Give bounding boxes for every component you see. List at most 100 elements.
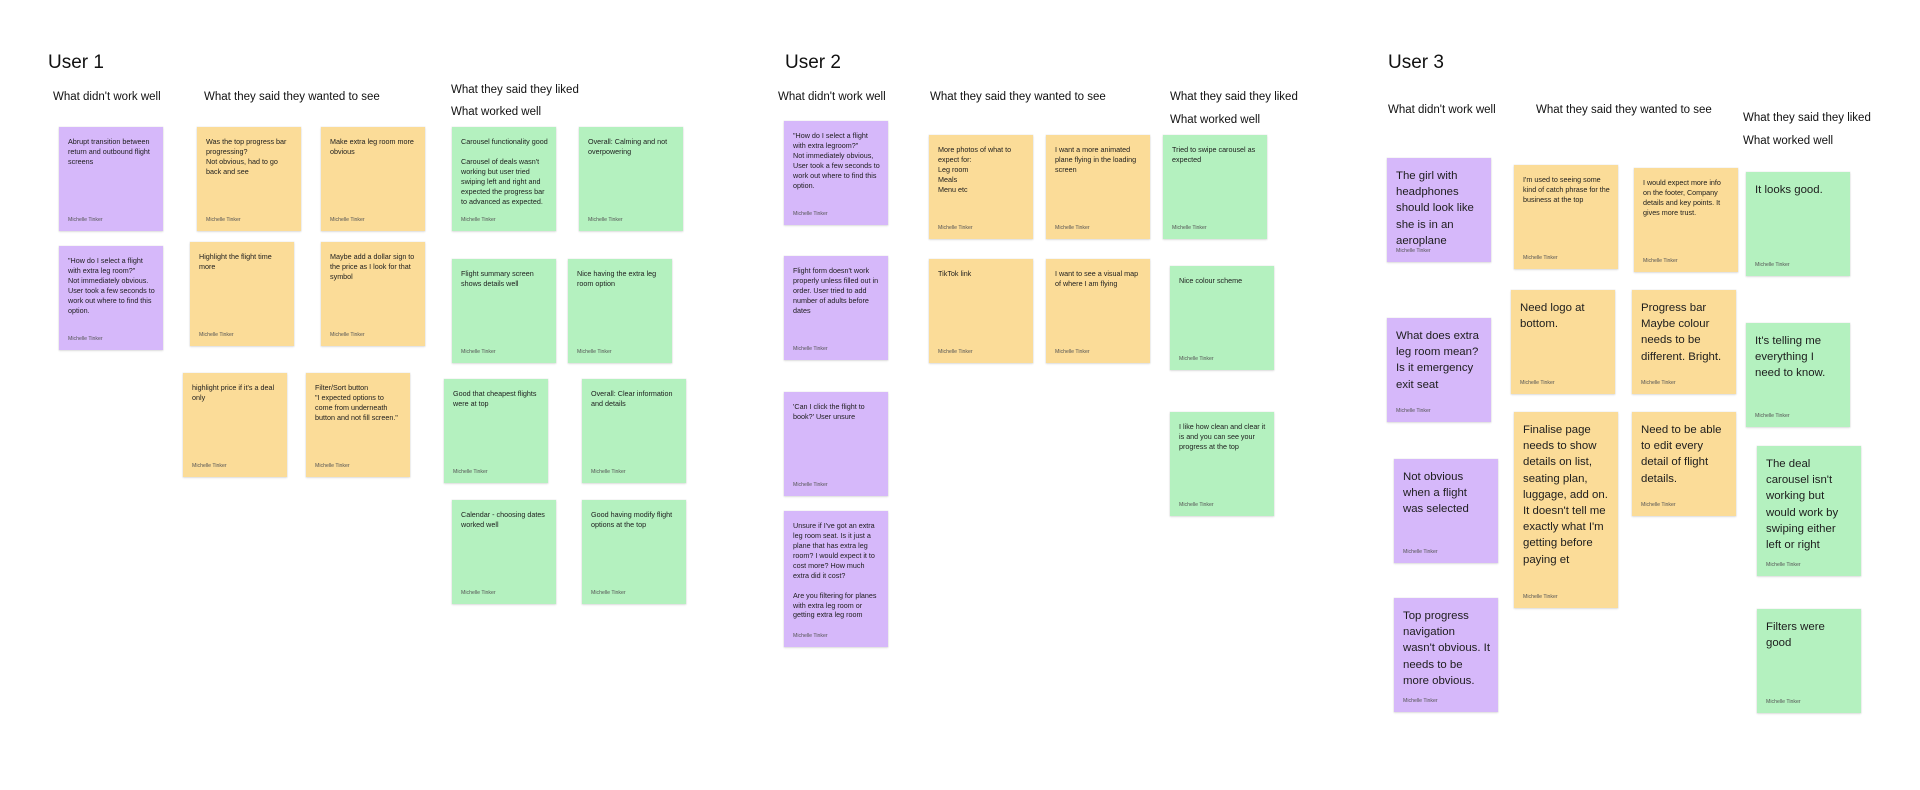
note-author: Michelle Tinker (793, 633, 828, 639)
sticky-note[interactable]: Filters were good Michelle Tinker (1757, 609, 1861, 713)
user-3-header-didnt-work: What didn't work well (1388, 104, 1496, 116)
note-text: Overall: Calming and not overpowering (588, 137, 668, 156)
sticky-note[interactable]: Flight summary screen shows details well… (452, 259, 556, 363)
note-text: Top progress navigation wasn't obvious. … (1403, 610, 1491, 687)
sticky-note[interactable]: It's telling me everything I need to kno… (1746, 323, 1850, 427)
note-text: highlight price if it's a deal only (192, 383, 275, 402)
sticky-note[interactable]: Highlight the flight time more Michelle … (190, 242, 294, 346)
note-author: Michelle Tinker (588, 217, 623, 223)
note-text: I want to see a visual map of where I am… (1055, 269, 1139, 288)
note-text: Overall: Clear information and details (591, 389, 673, 408)
user-3-header-worked: What worked well (1743, 135, 1834, 147)
sticky-note[interactable]: More photos of what to expect for: Leg r… (929, 135, 1033, 239)
note-author: Michelle Tinker (315, 463, 350, 469)
sticky-note[interactable]: 'Can I click the flight to book?' User u… (784, 392, 888, 496)
note-text: Unsure if I've got an extra leg room sea… (793, 521, 877, 620)
note-text: It looks good. (1755, 184, 1823, 196)
sticky-note[interactable]: Top progress navigation wasn't obvious. … (1394, 598, 1498, 712)
sticky-note[interactable]: I would expect more info on the footer, … (1634, 168, 1738, 272)
note-text: "How do I select a flight with extra leg… (793, 131, 880, 190)
note-text: Filter/Sort button "I expected options t… (315, 383, 398, 422)
user-1-header-wanted: What they said they wanted to see (204, 91, 380, 103)
note-text: Tried to swipe carousel as expected (1172, 145, 1256, 164)
sticky-note[interactable]: Was the top progress bar progressing? No… (197, 127, 301, 231)
sticky-note[interactable]: "How do I select a flight with extra leg… (59, 246, 163, 350)
note-author: Michelle Tinker (577, 349, 612, 355)
sticky-note[interactable]: Tried to swipe carousel as expected Mich… (1163, 135, 1267, 239)
note-text: Finalise page needs to show details on l… (1523, 424, 1608, 566)
note-text: Highlight the flight time more (199, 252, 272, 271)
note-author: Michelle Tinker (1396, 248, 1431, 254)
sticky-note[interactable]: I like how clean and clear it is and you… (1170, 412, 1274, 516)
sticky-note[interactable]: Maybe add a dollar sign to the price as … (321, 242, 425, 346)
note-author: Michelle Tinker (1179, 356, 1214, 362)
note-author: Michelle Tinker (199, 332, 234, 338)
sticky-note[interactable]: Need to be able to edit every detail of … (1632, 412, 1736, 516)
user-3-header-wanted: What they said they wanted to see (1536, 104, 1712, 116)
sticky-note[interactable]: Calendar - choosing dates worked well Mi… (452, 500, 556, 604)
sticky-note[interactable]: Flight form doesn't work properly unless… (784, 256, 888, 360)
sticky-note[interactable]: It looks good. Michelle Tinker (1746, 172, 1850, 276)
user-1-title: User 1 (48, 52, 104, 73)
sticky-note[interactable]: Nice having the extra leg room option Mi… (568, 259, 672, 363)
note-text: Good that cheapest flights were at top (453, 389, 537, 408)
note-author: Michelle Tinker (938, 225, 973, 231)
sticky-note[interactable]: Finalise page needs to show details on l… (1514, 412, 1618, 608)
note-text: Need to be able to edit every detail of … (1641, 424, 1722, 485)
user-1-header-liked: What they said they liked (451, 84, 579, 96)
sticky-note[interactable]: Not obvious when a flight was selected M… (1394, 459, 1498, 563)
note-text: What does extra leg room mean? Is it eme… (1396, 330, 1479, 391)
note-text: I want a more animated plane flying in t… (1055, 145, 1137, 174)
user-3-header-liked: What they said they liked (1743, 112, 1871, 124)
sticky-note[interactable]: Progress bar Maybe colour needs to be di… (1632, 290, 1736, 394)
note-author: Michelle Tinker (453, 469, 488, 475)
note-author: Michelle Tinker (1641, 502, 1676, 508)
note-author: Michelle Tinker (330, 217, 365, 223)
sticky-note[interactable]: Abrupt transition between return and out… (59, 127, 163, 231)
note-author: Michelle Tinker (68, 217, 103, 223)
sticky-note[interactable]: "How do I select a flight with extra leg… (784, 121, 888, 225)
sticky-note[interactable]: Overall: Clear information and details M… (582, 379, 686, 483)
sticky-note[interactable]: Need logo at bottom. Michelle Tinker (1511, 290, 1615, 394)
note-text: Maybe add a dollar sign to the price as … (330, 252, 415, 281)
sticky-note[interactable]: Carousel functionality good Carousel of … (452, 127, 556, 231)
sticky-note[interactable]: Nice colour scheme Michelle Tinker (1170, 266, 1274, 370)
note-text: Not obvious when a flight was selected (1403, 471, 1469, 516)
note-author: Michelle Tinker (1523, 594, 1558, 600)
note-author: Michelle Tinker (793, 482, 828, 488)
sticky-note[interactable]: Good having modify flight options at the… (582, 500, 686, 604)
note-author: Michelle Tinker (1766, 562, 1801, 568)
note-author: Michelle Tinker (1055, 349, 1090, 355)
sticky-note[interactable]: Make extra leg room more obvious Michell… (321, 127, 425, 231)
note-text: Good having modify flight options at the… (591, 510, 673, 529)
note-author: Michelle Tinker (793, 346, 828, 352)
note-text: Was the top progress bar progressing? No… (206, 137, 287, 176)
note-author: Michelle Tinker (1520, 380, 1555, 386)
user-2-title: User 2 (785, 52, 841, 73)
sticky-note[interactable]: TikTok link Michelle Tinker (929, 259, 1033, 363)
sticky-note[interactable]: I want to see a visual map of where I am… (1046, 259, 1150, 363)
note-author: Michelle Tinker (1396, 408, 1431, 414)
note-text: Calendar - choosing dates worked well (461, 510, 545, 529)
sticky-note[interactable]: I'm used to seeing some kind of catch ph… (1514, 165, 1618, 269)
user-2-header-wanted: What they said they wanted to see (930, 91, 1106, 103)
sticky-note[interactable]: Good that cheapest flights were at top M… (444, 379, 548, 483)
sticky-note[interactable]: The deal carousel isn't working but woul… (1757, 446, 1861, 576)
sticky-note[interactable]: The girl with headphones should look lik… (1387, 158, 1491, 262)
sticky-note[interactable]: Unsure if I've got an extra leg room sea… (784, 511, 888, 647)
sticky-note[interactable]: I want a more animated plane flying in t… (1046, 135, 1150, 239)
sticky-note[interactable]: highlight price if it's a deal only Mich… (183, 373, 287, 477)
sticky-note[interactable]: Filter/Sort button "I expected options t… (306, 373, 410, 477)
sticky-note[interactable]: Overall: Calming and not overpowering Mi… (579, 127, 683, 231)
note-author: Michelle Tinker (1641, 380, 1676, 386)
note-author: Michelle Tinker (793, 211, 828, 217)
user-1-header-didnt-work: What didn't work well (53, 91, 161, 103)
note-text: Nice colour scheme (1179, 276, 1243, 285)
note-text: Need logo at bottom. (1520, 302, 1585, 331)
sticky-note[interactable]: What does extra leg room mean? Is it eme… (1387, 318, 1491, 422)
note-text: Nice having the extra leg room option (577, 269, 657, 288)
note-text: The deal carousel isn't working but woul… (1766, 458, 1839, 551)
note-author: Michelle Tinker (1766, 699, 1801, 705)
note-text: I'm used to seeing some kind of catch ph… (1523, 175, 1610, 204)
